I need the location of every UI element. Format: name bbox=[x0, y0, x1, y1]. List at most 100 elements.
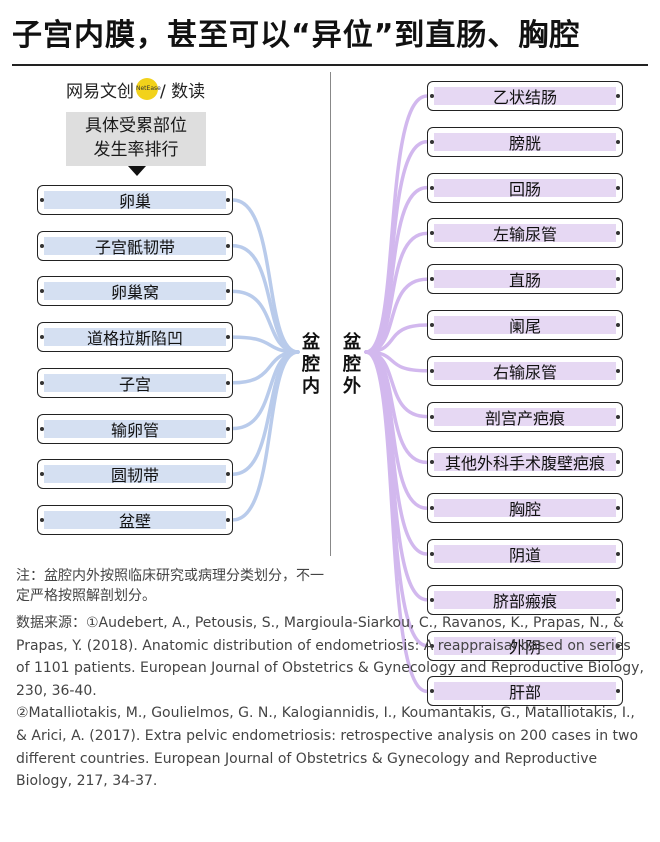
bullet-dot-icon bbox=[616, 506, 620, 511]
brand-name: 网易文创 bbox=[66, 81, 134, 102]
site-label: 圆韧带 bbox=[44, 465, 226, 485]
site-label: 道格拉斯陷凹 bbox=[44, 328, 226, 348]
bullet-dot-icon bbox=[226, 426, 230, 431]
bullet-dot-icon bbox=[616, 231, 620, 236]
bullet-dot-icon bbox=[430, 552, 434, 556]
site-label: 左输尿管 bbox=[434, 224, 616, 244]
bullet-dot-icon bbox=[40, 289, 44, 294]
bullet-dot-icon bbox=[616, 689, 620, 694]
site-box-outer: 回肠 bbox=[427, 172, 623, 203]
brand-column: / 数读 bbox=[160, 81, 206, 102]
section-divider bbox=[330, 72, 331, 556]
connector-inner bbox=[231, 350, 300, 431]
site-label: 脐部瘢痕 bbox=[434, 590, 616, 611]
site-label: 回肠 bbox=[434, 178, 616, 199]
bullet-dot-icon bbox=[430, 139, 434, 144]
bullet-dot-icon bbox=[616, 139, 620, 144]
bullet-dot-icon bbox=[616, 552, 620, 556]
site-box-inner: 卵巢窝 bbox=[37, 276, 233, 307]
bullet-dot-icon bbox=[226, 517, 230, 522]
bullet-dot-icon bbox=[616, 277, 620, 282]
bullet-dot-icon bbox=[40, 380, 44, 385]
bullet-dot-icon bbox=[430, 185, 434, 190]
bullet-dot-icon bbox=[616, 597, 620, 602]
site-label: 膀胱 bbox=[434, 132, 616, 153]
site-label: 剖宫产疤痕 bbox=[434, 407, 616, 428]
site-box-outer: 胸腔 bbox=[427, 493, 623, 524]
site-label: 输卵管 bbox=[44, 419, 226, 440]
bullet-dot-icon bbox=[226, 289, 230, 294]
site-label: 子宫骶韧带 bbox=[44, 236, 226, 257]
site-box-outer: 剖宫产疤痕 bbox=[427, 401, 623, 432]
site-label: 乙状结肠 bbox=[434, 87, 616, 107]
site-label: 外阴 bbox=[434, 636, 616, 657]
footnote: 注：盆腔内外按照临床研究或病理分类划分，不一定严格按照解剖划分。 bbox=[16, 568, 324, 604]
bullet-dot-icon bbox=[430, 277, 434, 282]
site-box-outer: 乙状结肠 bbox=[427, 81, 623, 111]
pelvic-inner-label: 盆 腔 内 bbox=[301, 332, 321, 398]
bullet-dot-icon bbox=[226, 198, 230, 202]
connector-inner bbox=[231, 243, 300, 354]
bullet-dot-icon bbox=[430, 689, 434, 694]
site-label: 阴道 bbox=[434, 545, 616, 565]
site-label: 盆壁 bbox=[44, 510, 226, 531]
bullet-dot-icon bbox=[430, 94, 434, 98]
bullet-dot-icon bbox=[40, 426, 44, 431]
site-box-outer: 阑尾 bbox=[427, 310, 623, 340]
label-char: 腔 bbox=[343, 354, 361, 375]
down-arrow-icon bbox=[128, 166, 146, 176]
source-1: 数据来源：①Audebert, A., Petousis, S., Margio… bbox=[16, 615, 644, 699]
bullet-dot-icon bbox=[430, 506, 434, 511]
ranking-caption-line1: 具体受累部位 bbox=[85, 116, 187, 136]
bullet-dot-icon bbox=[430, 323, 434, 327]
site-box-outer: 外阴 bbox=[427, 630, 623, 661]
site-box-outer: 直肠 bbox=[427, 264, 623, 295]
bullet-dot-icon bbox=[226, 472, 230, 477]
bullet-dot-icon bbox=[226, 380, 230, 385]
bullet-dot-icon bbox=[40, 198, 44, 202]
site-label: 肝部 bbox=[434, 682, 616, 702]
site-label: 子宫 bbox=[44, 373, 226, 394]
site-box-inner: 卵巢 bbox=[37, 185, 233, 215]
site-box-outer: 肝部 bbox=[427, 676, 623, 707]
bullet-dot-icon bbox=[430, 368, 434, 373]
site-box-outer: 阴道 bbox=[427, 539, 623, 569]
brand-logo: 网易文创 NetEase / 数读 bbox=[66, 77, 206, 102]
connector-inner bbox=[231, 289, 300, 354]
site-label: 卵巢 bbox=[44, 191, 226, 211]
site-label: 卵巢窝 bbox=[44, 282, 226, 302]
connector-inner bbox=[231, 350, 300, 522]
connector-inner bbox=[231, 198, 300, 354]
bullet-dot-icon bbox=[226, 243, 230, 248]
bullet-dot-icon bbox=[616, 460, 620, 465]
label-char: 内 bbox=[302, 376, 320, 397]
title-divider bbox=[12, 64, 648, 66]
site-box-outer: 膀胱 bbox=[427, 126, 623, 157]
data-sources: 数据来源：①Audebert, A., Petousis, S., Margio… bbox=[16, 612, 644, 793]
label-char: 盆 bbox=[302, 332, 320, 353]
bullet-dot-icon bbox=[40, 243, 44, 248]
site-label: 其他外科手术腹壁疤痕 bbox=[434, 453, 616, 473]
bullet-dot-icon bbox=[40, 335, 44, 340]
bullet-dot-icon bbox=[226, 335, 230, 340]
netease-badge-icon: NetEase bbox=[136, 78, 161, 100]
label-char: 腔 bbox=[302, 354, 320, 375]
site-box-inner: 道格拉斯陷凹 bbox=[37, 322, 233, 353]
site-box-inner: 圆韧带 bbox=[37, 459, 233, 490]
bullet-dot-icon bbox=[616, 94, 620, 98]
bullet-dot-icon bbox=[430, 643, 434, 648]
site-box-outer: 左输尿管 bbox=[427, 218, 623, 249]
pelvic-outer-label: 盆 腔 外 bbox=[342, 332, 362, 398]
site-box-inner: 盆壁 bbox=[37, 504, 233, 535]
bullet-dot-icon bbox=[430, 231, 434, 236]
site-label: 胸腔 bbox=[434, 499, 616, 519]
site-box-inner: 输卵管 bbox=[37, 413, 233, 444]
site-box-inner: 子宫 bbox=[37, 367, 233, 398]
site-label: 阑尾 bbox=[434, 316, 616, 336]
connector-outer bbox=[364, 277, 429, 354]
bullet-dot-icon bbox=[616, 323, 620, 327]
page-title: 子宫内膜，甚至可以“异位”到直肠、胸腔 bbox=[12, 18, 581, 53]
bullet-dot-icon bbox=[430, 597, 434, 602]
site-box-outer: 右输尿管 bbox=[427, 355, 623, 386]
